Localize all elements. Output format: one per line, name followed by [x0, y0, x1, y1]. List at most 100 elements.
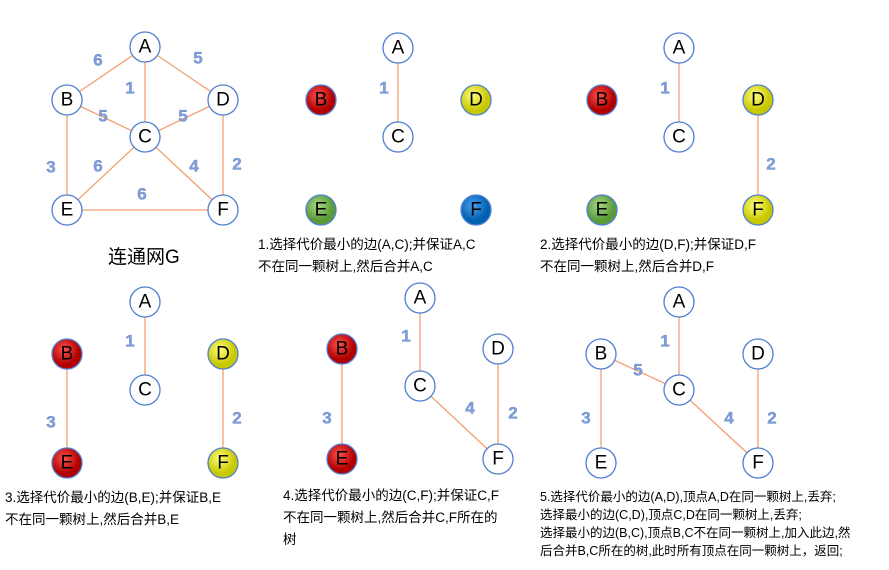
caption-line: 5.选择代价最小的边(A,D),顶点A,D在同一颗树上,丢弃; — [540, 490, 836, 504]
step-4-graph: 1 4 3 2 A C D F B E — [322, 282, 518, 475]
step-2-graph: 1 2 A C B D E F — [586, 32, 776, 226]
svg-text:F: F — [470, 200, 482, 221]
node-E: E — [585, 447, 617, 479]
node-F: F — [742, 447, 774, 479]
edge-CE — [66, 136, 146, 211]
svg-text:C: C — [138, 380, 152, 401]
node-C: C — [663, 374, 695, 406]
edge-AD — [144, 46, 224, 101]
step-3-caption: 3.选择代价最小的边(B,E);并保证B,E 不在同一颗树上,然后合并B,E — [5, 487, 221, 531]
weight-DF: 2 — [232, 409, 241, 428]
svg-text:E: E — [595, 453, 608, 474]
step-1-caption: 1.选择代价最小的边(A,C);并保证A,C 不在同一颗树上,然后合并A,C — [258, 234, 476, 278]
svg-text:E: E — [61, 200, 74, 221]
edge-CF — [419, 385, 499, 460]
step-2-caption: 2.选择代价最小的边(D,F);并保证D,F 不在同一颗树上,然后合并D,F — [540, 234, 756, 278]
caption-line: 4.选择代价最小的边(C,F);并保证C,F — [283, 488, 499, 503]
node-B: B — [585, 338, 617, 370]
svg-text:F: F — [752, 453, 764, 474]
svg-text:D: D — [491, 339, 505, 360]
svg-text:F: F — [217, 200, 229, 221]
weight-CF: 4 — [189, 157, 199, 176]
svg-text:B: B — [315, 90, 328, 111]
node-C: C — [129, 121, 161, 153]
weight-DF: 2 — [508, 404, 517, 423]
step-4-caption: 4.选择代价最小的边(C,F);并保证C,F 不在同一颗树上,然后合并C,F所在… — [283, 485, 499, 551]
node-B: B — [586, 84, 618, 116]
node-B: B — [326, 333, 358, 365]
weight-BE: 3 — [46, 158, 55, 177]
svg-text:E: E — [336, 449, 349, 470]
weight-AC: 1 — [125, 332, 134, 351]
node-F: F — [207, 194, 239, 226]
edge-AB — [66, 46, 146, 101]
weight-BC: 5 — [633, 361, 642, 380]
svg-text:A: A — [673, 38, 686, 59]
node-E: E — [326, 443, 358, 475]
caption-line: 1.选择代价最小的边(A,C);并保证A,C — [258, 237, 476, 252]
caption-line: 不在同一颗树上,然后合并C,F所在的 — [283, 510, 498, 525]
node-E: E — [51, 194, 83, 226]
weight-DF: 2 — [767, 409, 776, 428]
graph-title: 连通网G — [108, 247, 180, 268]
node-C: C — [382, 121, 414, 153]
node-D: D — [207, 338, 239, 370]
caption-line: 不在同一颗树上,然后合并B,E — [5, 512, 180, 527]
svg-text:C: C — [413, 376, 427, 397]
node-B: B — [51, 84, 83, 116]
step-3-graph: 1 3 2 A C B E D F — [46, 286, 242, 479]
node-A: A — [129, 286, 161, 318]
svg-text:B: B — [336, 339, 349, 360]
weight-DF: 2 — [232, 155, 241, 174]
weight-AB: 6 — [93, 51, 102, 70]
svg-text:D: D — [216, 90, 230, 111]
node-D: D — [742, 338, 774, 370]
weight-CE: 6 — [93, 157, 102, 176]
node-D: D — [482, 333, 514, 365]
node-F: F — [742, 194, 774, 226]
edge-CF — [678, 389, 759, 464]
svg-text:C: C — [391, 127, 405, 148]
step-5-caption: 5.选择代价最小的边(A,D),顶点A,D在同一颗树上,丢弃; 选择最小的边(C… — [540, 488, 850, 560]
svg-text:D: D — [751, 90, 765, 111]
graph-full: 6 5 1 5 5 3 6 4 2 6 A B D C E F — [46, 31, 242, 226]
node-C: C — [663, 121, 695, 153]
node-A: A — [129, 31, 161, 63]
svg-text:A: A — [392, 38, 405, 59]
svg-text:B: B — [61, 344, 74, 365]
node-D: D — [460, 84, 492, 116]
svg-text:A: A — [139, 37, 152, 58]
caption-line: 树 — [283, 532, 297, 547]
node-A: A — [663, 286, 695, 318]
svg-text:B: B — [596, 90, 609, 111]
svg-text:E: E — [315, 200, 328, 221]
edge-CF — [144, 136, 224, 211]
svg-text:C: C — [672, 127, 686, 148]
weight-AC: 1 — [660, 79, 669, 98]
weight-CF: 4 — [465, 399, 475, 418]
svg-text:E: E — [596, 200, 609, 221]
weight-DF: 2 — [766, 155, 775, 174]
weight-BC: 5 — [98, 107, 107, 126]
svg-text:B: B — [595, 344, 608, 365]
caption-line: 后合并B,C所在的树,此时所有顶点在同一颗树上，返回; — [540, 544, 843, 558]
svg-text:F: F — [752, 200, 764, 221]
node-C: C — [404, 370, 436, 402]
weight-AC: 1 — [401, 327, 410, 346]
svg-text:F: F — [492, 449, 504, 470]
caption-line: 2.选择代价最小的边(D,F);并保证D,F — [540, 237, 756, 252]
caption-line: 选择最小的边(B,C),顶点B,C不在同一颗树上,加入此边,然 — [540, 526, 851, 540]
node-E: E — [586, 194, 618, 226]
weight-CD: 5 — [178, 107, 187, 126]
weight-AC: 1 — [125, 79, 134, 98]
svg-text:F: F — [217, 453, 229, 474]
node-A: A — [404, 282, 436, 314]
node-C: C — [129, 374, 161, 406]
weight-BE: 3 — [581, 409, 590, 428]
svg-text:D: D — [751, 344, 765, 365]
svg-text:A: A — [414, 288, 427, 309]
weight-BE: 3 — [322, 409, 331, 428]
node-E: E — [305, 194, 337, 226]
svg-text:B: B — [61, 90, 74, 111]
svg-text:A: A — [673, 292, 686, 313]
